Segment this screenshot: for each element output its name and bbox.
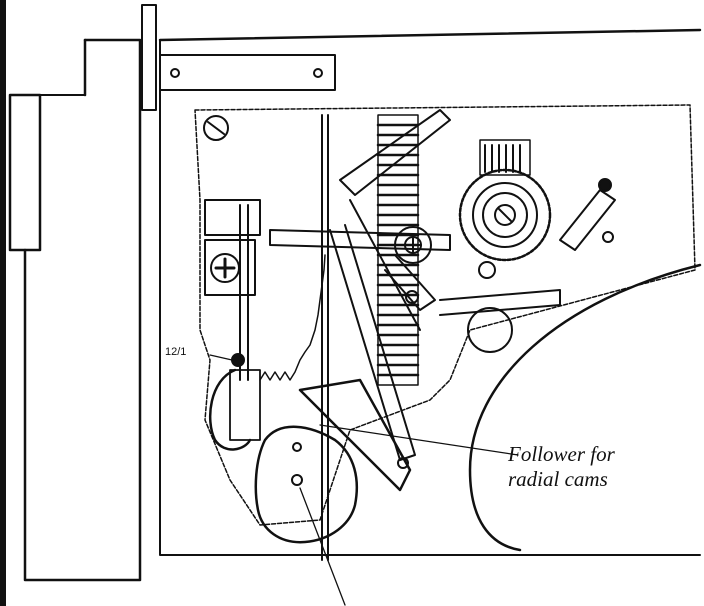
drive-gear — [458, 139, 552, 262]
left-border — [0, 0, 6, 606]
spring — [259, 254, 326, 381]
mounting-plate — [194, 104, 696, 526]
follower-callout-line2: radial cams — [508, 467, 608, 491]
part-ref-label: 12/1 — [165, 346, 187, 358]
screw-left — [210, 253, 240, 283]
needle-bar — [321, 114, 329, 561]
follower-leader-line — [319, 424, 519, 456]
ref-leader-line — [209, 354, 233, 361]
follower-callout: Follower for radial cams — [508, 442, 615, 492]
follower-loop — [208, 353, 261, 451]
screw-top — [203, 115, 229, 141]
arm-arc — [468, 263, 702, 552]
pivot-hub — [384, 226, 436, 311]
right-linkage — [439, 178, 616, 353]
screw-hole-right — [313, 68, 323, 78]
radial-cam — [254, 425, 359, 544]
cam-leader-line — [299, 487, 346, 606]
lever-arms — [269, 109, 451, 492]
left-bracket — [204, 199, 261, 381]
top-bracket — [141, 4, 336, 111]
follower-callout-line1: Follower for — [508, 442, 615, 466]
machine-casing — [8, 28, 702, 582]
screw-hole-left — [170, 68, 180, 78]
